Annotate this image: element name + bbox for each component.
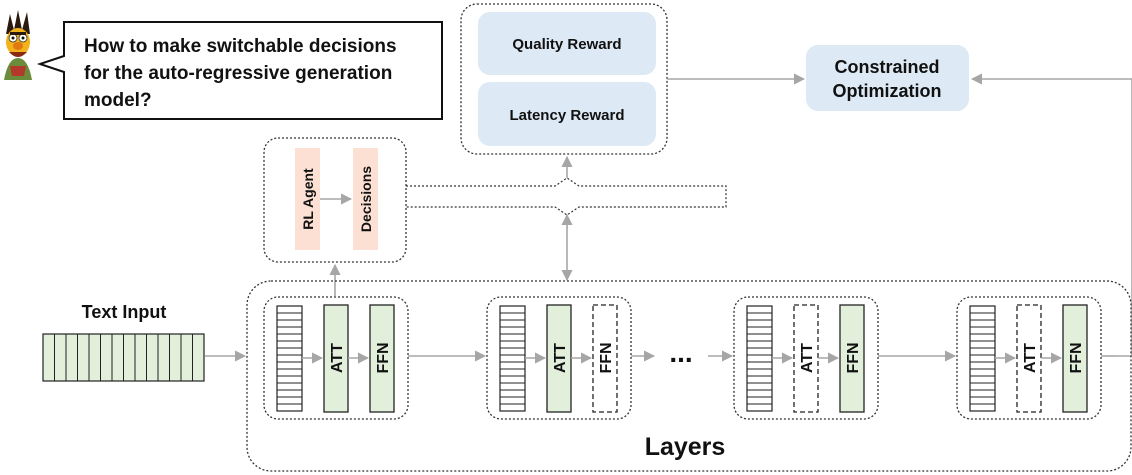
question-line-2: for the auto-regressive generation [84, 63, 392, 84]
ffn-module-active [839, 304, 865, 413]
quality-reward-box [478, 12, 656, 75]
ffn-label: FFN [375, 342, 392, 373]
rl-agent-label: RL Agent [300, 168, 316, 230]
rl-agent-box [295, 148, 320, 250]
layer-token-stack [969, 305, 996, 412]
quality-reward-label: Quality Reward [512, 36, 621, 53]
text-input-label: Text Input [82, 302, 167, 322]
speech-bubble [36, 21, 443, 120]
arrow-feedback-to-optimization [970, 73, 1132, 357]
ffn-module-skipped [592, 304, 618, 413]
optimization-line-1: Constrained [834, 57, 939, 77]
att-module-skipped [793, 304, 819, 413]
question-line-1: How to make switchable decisions [84, 36, 397, 57]
layer-block: ATT FFN [956, 296, 1102, 420]
text-input-tokens [42, 333, 205, 382]
layer-block: ATT FFN [486, 296, 632, 420]
layer-token-stack [499, 305, 526, 412]
ffn-module-active [369, 304, 395, 413]
layer-block: ATT FFN [263, 296, 409, 420]
att-module-skipped [1016, 304, 1042, 413]
layers-ellipsis: ... [669, 337, 692, 368]
layer-token-stack [746, 305, 773, 412]
att-label: ATT [329, 343, 346, 373]
controller-container [263, 137, 407, 263]
ffn-module-active [1062, 304, 1088, 413]
att-label: ATT [799, 343, 816, 373]
ffn-label: FFN [598, 342, 615, 373]
mascot-icon [4, 10, 32, 80]
ffn-label: FFN [1068, 342, 1085, 373]
layers-title: Layers [645, 433, 726, 461]
layer-block: ATT FFN [733, 296, 879, 420]
layers-container [246, 280, 1132, 472]
latency-reward-label: Latency Reward [509, 107, 624, 124]
constrained-optimization-box [806, 45, 969, 111]
latency-reward-box [478, 82, 656, 146]
decisions-label: Decisions [358, 166, 374, 232]
layer-blocks: ATT FFN ATT FFN ATT FFN ATT FFN [263, 296, 1116, 420]
decision-broadcast-bar [406, 177, 727, 216]
decisions-box [353, 148, 378, 250]
ffn-label: FFN [845, 342, 862, 373]
optimization-line-2: Optimization [833, 81, 942, 101]
att-label: ATT [1022, 343, 1039, 373]
att-module-active [546, 304, 572, 413]
att-label: ATT [552, 343, 569, 373]
layer-token-stack [276, 305, 303, 412]
question-line-3: model? [84, 90, 152, 111]
